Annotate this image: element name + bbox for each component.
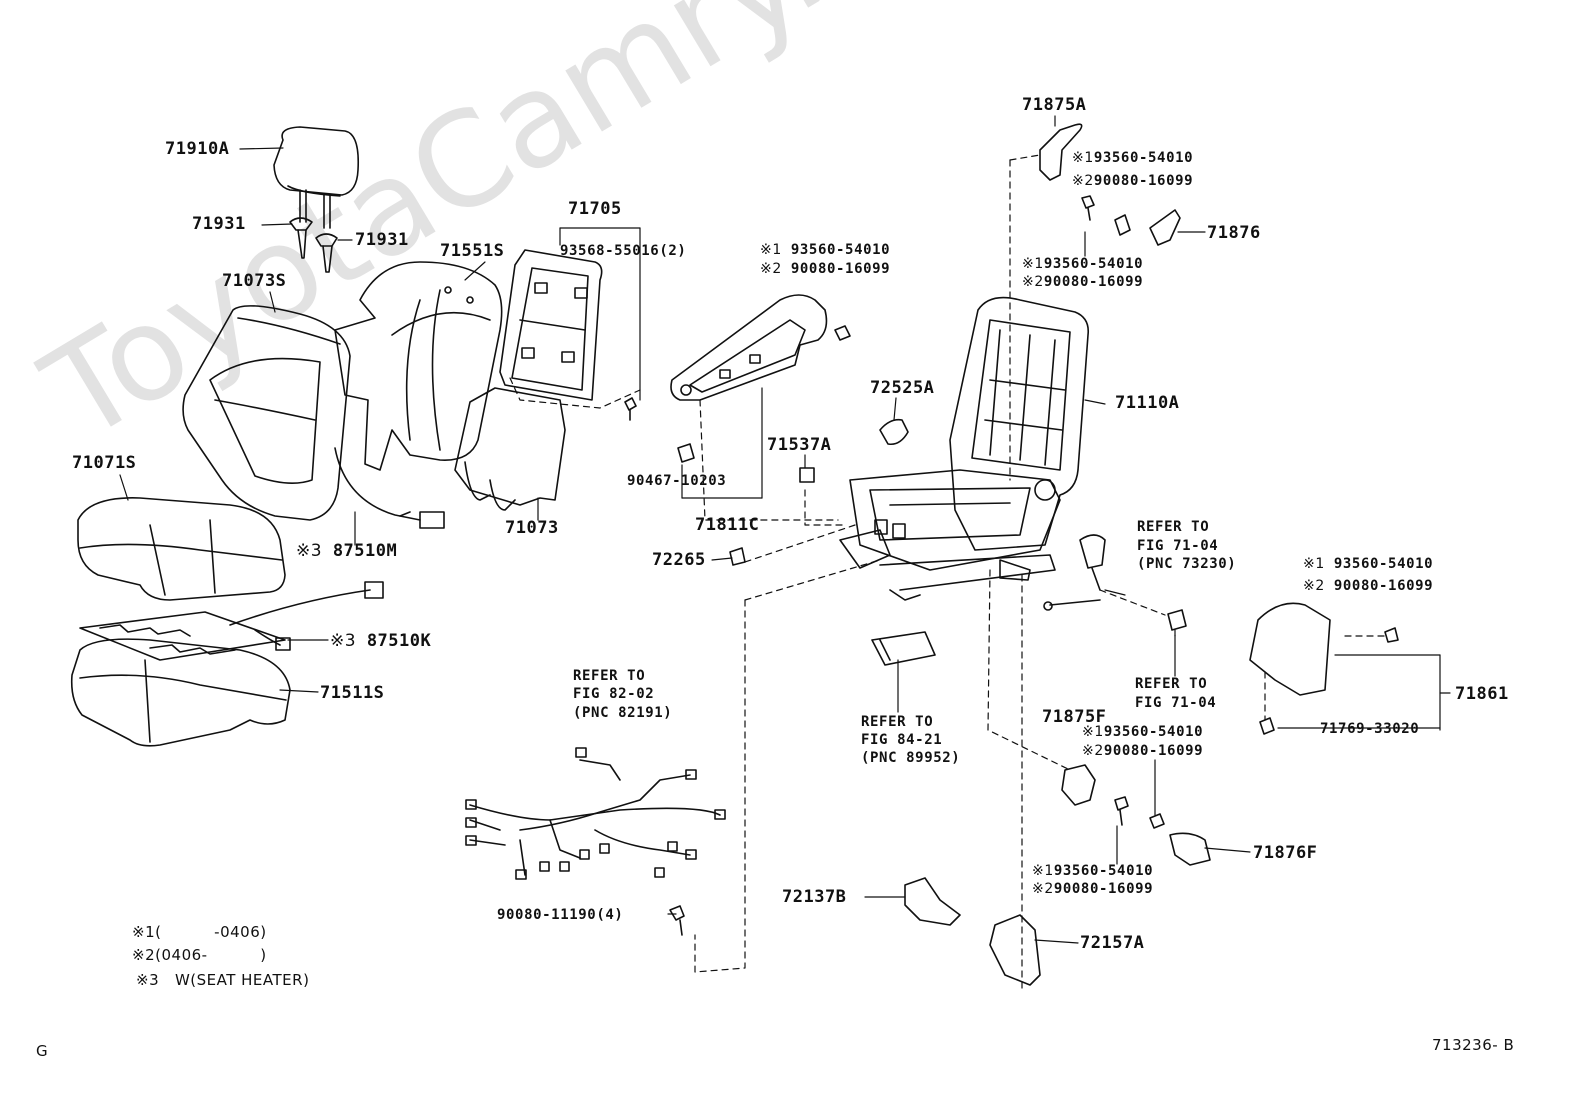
part-90080-16099-top: ※290080-16099 bbox=[1072, 173, 1194, 189]
refer-fig-84-21-line1: REFER TO bbox=[861, 714, 934, 730]
part-90080-16099-mid: ※2 90080-16099 bbox=[760, 261, 891, 277]
part-71875F: 71875F bbox=[1042, 707, 1107, 727]
note-mark-3: ※3 bbox=[296, 541, 323, 561]
legend-note-2: ※2(0406- ) bbox=[132, 946, 267, 964]
refer-fig-82-02-line2: FIG 82-02 bbox=[573, 686, 655, 702]
part-93560-54010-top2: ※193560-54010 bbox=[1022, 256, 1144, 272]
part-93568-55016: 93568-55016(2) bbox=[560, 243, 687, 259]
part-71931-right: 71931 bbox=[355, 230, 409, 250]
part-90467-10203: 90467-10203 bbox=[627, 473, 727, 489]
legend-note-3: ※3 W(SEAT HEATER) bbox=[136, 971, 310, 989]
refer-fig-84-21-line3: (PNC 89952) bbox=[861, 750, 961, 766]
dashed-lines bbox=[510, 155, 1385, 990]
corner-letter: G bbox=[36, 1042, 49, 1060]
refer-fig-82-02-line3: (PNC 82191) bbox=[573, 705, 673, 721]
refer-fig-71-04-a-line3: (PNC 73230) bbox=[1137, 556, 1237, 572]
part-93560-54010-top: ※193560-54010 bbox=[1072, 150, 1194, 166]
part-71861: 71861 bbox=[1455, 684, 1509, 704]
part-71071S: 71071S bbox=[72, 453, 137, 473]
refer-fig-82-02-line1: REFER TO bbox=[573, 668, 646, 684]
part-71537A: 71537A bbox=[767, 435, 832, 455]
part-71875A: 71875A bbox=[1022, 95, 1087, 115]
part-72137B: 72137B bbox=[782, 887, 847, 907]
part-71705: 71705 bbox=[568, 199, 622, 219]
part-71910A: 71910A bbox=[165, 139, 230, 159]
refer-fig-71-04-a-line2: FIG 71-04 bbox=[1137, 538, 1219, 554]
leader-lines bbox=[120, 116, 1450, 943]
part-90080-11190: 90080-11190(4) bbox=[497, 907, 624, 923]
wiring-harness-drawing bbox=[466, 748, 725, 879]
refer-fig-71-04-a-line1: REFER TO bbox=[1137, 519, 1210, 535]
seat-heater-mat-drawing bbox=[80, 582, 383, 660]
part-93560-54010-b: ※193560-54010 bbox=[1032, 863, 1154, 879]
part-71811C: 71811C bbox=[695, 515, 760, 535]
seat-frame-drawing bbox=[840, 298, 1088, 600]
part-90080-16099-b: ※290080-16099 bbox=[1032, 881, 1154, 897]
part-71073: 71073 bbox=[505, 518, 559, 538]
part-87510M: ※3 87510M bbox=[296, 541, 398, 561]
part-72525A: 72525A bbox=[870, 378, 935, 398]
back-heater-wire-drawing bbox=[335, 448, 444, 528]
seat-cushion-pad-drawing bbox=[72, 639, 290, 746]
part-71876F: 71876F bbox=[1253, 843, 1318, 863]
figure-id: 713236- B bbox=[1432, 1036, 1515, 1054]
refer-fig-84-21-line2: FIG 84-21 bbox=[861, 732, 943, 748]
part-93560-54010-right: ※1 93560-54010 bbox=[1303, 556, 1434, 572]
back-board-drawing bbox=[500, 250, 602, 400]
headrest-drawing bbox=[274, 127, 358, 272]
part-71511S: 71511S bbox=[320, 683, 385, 703]
part-71769-33020: 71769-33020 bbox=[1320, 721, 1420, 737]
side-shield-drawing bbox=[671, 295, 826, 400]
part-87510K: ※3 87510K bbox=[330, 631, 432, 651]
seat-cushion-cover-drawing bbox=[78, 498, 285, 600]
seatback-cover-drawing bbox=[183, 306, 350, 520]
part-72157A: 72157A bbox=[1080, 933, 1145, 953]
part-90080-16099-f: ※290080-16099 bbox=[1082, 743, 1204, 759]
back-heater-drawing bbox=[455, 388, 565, 510]
seatback-pad-drawing bbox=[335, 262, 502, 470]
part-71876: 71876 bbox=[1207, 223, 1261, 243]
part-90080-16099-top2: ※290080-16099 bbox=[1022, 274, 1144, 290]
part-71551S: 71551S bbox=[440, 241, 505, 261]
refer-fig-71-04-b-line1: REFER TO bbox=[1135, 676, 1208, 692]
refer-fig-71-04-b-line2: FIG 71-04 bbox=[1135, 695, 1217, 711]
part-93560-54010-mid: ※1 93560-54010 bbox=[760, 242, 891, 258]
legend-note-1: ※1( -0406) bbox=[132, 923, 267, 941]
part-71073S: 71073S bbox=[222, 271, 287, 291]
part-93560-54010-f: ※193560-54010 bbox=[1082, 724, 1204, 740]
part-72265: 72265 bbox=[652, 550, 706, 570]
part-71110A: 71110A bbox=[1115, 393, 1180, 413]
part-90080-16099-right: ※2 90080-16099 bbox=[1303, 578, 1434, 594]
part-71931-left: 71931 bbox=[192, 214, 246, 234]
